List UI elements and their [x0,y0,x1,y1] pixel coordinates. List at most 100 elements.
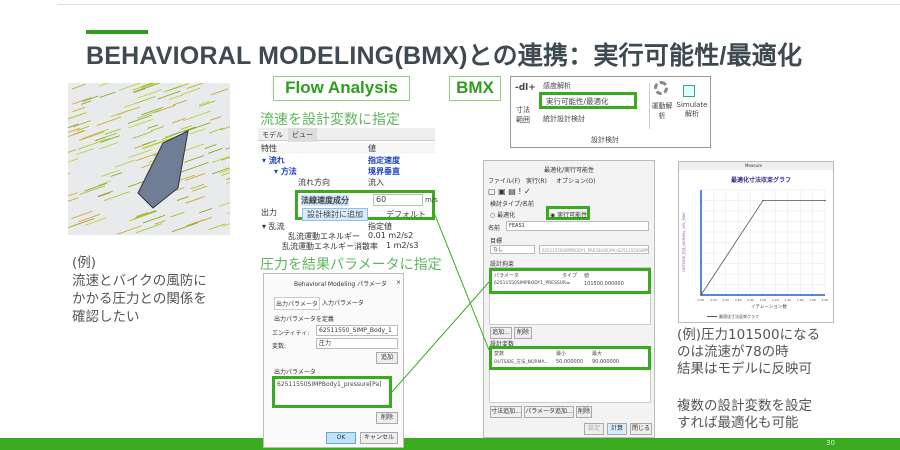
delete-constraint-button[interactable]: 削除 [514,327,532,339]
flow-arrow [161,135,174,140]
prop-key[interactable]: ▾ 流れ [262,156,285,165]
flow-arrow [170,211,185,218]
goal-select[interactable]: なし [490,245,535,254]
right-note-2: 複数の設計変数を設定 すれば最適化も可能 [677,398,812,432]
bike-windshield-shape [137,130,189,209]
flow-arrow [68,127,80,133]
sensitivity-button[interactable]: 感度解析 [543,82,571,90]
flow-arrow [181,125,192,130]
gear-icon [654,81,668,95]
flow-arrow [136,96,156,104]
remove-button[interactable]: 削除 [576,406,592,418]
x-tick-label: 0.60 [735,298,742,302]
col-header: 最大 [592,351,603,357]
add-button[interactable]: 追加 [376,352,398,364]
prop-key[interactable]: ▾ 方法 [274,167,297,176]
output-param-value[interactable]: 62511550SIMPBody1_pressure[Pa] [277,381,382,388]
statistical-button[interactable]: 統計設計検討 [543,115,585,123]
flow-arrow [171,222,198,233]
feasibility-radio[interactable]: ◉ 実行可能性 [550,212,588,219]
name-input[interactable]: FEAS1 [506,221,649,231]
variable-name[interactable]: OUTSIDE_方法_NORMA... [494,360,549,365]
flow-analysis-tag: Flow Analysis [273,76,410,101]
tab-view[interactable]: ビュー [288,128,317,142]
settings-button[interactable]: 設定 [584,423,604,435]
flow-arrow [186,83,204,90]
delete-button[interactable]: 削除 [376,412,398,424]
flow-arrow [100,135,120,143]
ribbon-separator [649,83,650,129]
x-axis-label: イテレーション数 [751,303,787,310]
constraint-param[interactable]: 62511550SIMPBODY1_PRESSUR... [494,281,571,286]
toolbar-icons[interactable]: ▢ ▣ ▤ ! ✓ [488,187,531,196]
variable-max[interactable]: 90.000000 [592,359,620,365]
flow-arrow [226,212,230,215]
flow-arrow [134,88,146,93]
cancel-button[interactable]: キャンセル [360,432,398,444]
prop-key[interactable]: ▾ 乱流 [262,222,285,231]
flow-arrow [208,223,226,231]
flow-arrow [72,97,92,105]
motion-analysis-button[interactable]: 運動解析 [651,102,673,120]
goal-param-select[interactable]: 62511550SIMPBODY1_PRESSURE(PA):62511550S… [539,245,649,254]
flow-arrow [99,91,116,98]
constraint-value[interactable]: 101500.000000 [584,281,624,287]
tab-input-params[interactable]: 入力パラメータ [322,300,364,307]
legend-entry: 最適化寸法収束グラフ [719,313,759,319]
dimension-range-icon: -dl+ [515,83,536,93]
flow-arrow [183,143,205,152]
ok-button[interactable]: OK [326,432,356,444]
normal-velocity-label: 法線速度成分 [301,195,349,206]
flow-arrow [110,109,131,118]
flow-arrow [71,83,86,90]
footer-bar [0,438,900,450]
variable-label: 変数: [272,343,287,350]
compute-button[interactable]: 計算 [607,423,627,435]
tab-model[interactable]: モデル [262,131,283,139]
feasibility-radio-highlight: ◉ 実行可能性 [546,206,590,220]
flow-arrow [103,191,130,202]
flow-arrow [135,209,157,218]
title-accent-bar [86,30,148,34]
dimension-add-button[interactable]: 寸法追加... [490,406,522,418]
flow-arrow [219,169,230,174]
bmx-tag: BMX [449,76,501,101]
close-button[interactable]: 閉じる [630,423,652,435]
prop-value: 1 m2/s3 [386,241,419,250]
tab-output-params[interactable]: 出力パラメータ [274,297,320,310]
unit-label: m/s [425,196,438,204]
flow-arrow [79,185,106,195]
menu-file[interactable]: ファイル(F) [488,178,521,185]
variable-min[interactable]: 50.000000 [556,359,584,365]
variable-select[interactable]: 圧力 [316,338,398,349]
feasibility-button[interactable]: 実行可能性/最適化 [539,92,637,109]
flow-arrow [186,219,205,227]
top-divider [58,4,900,5]
menu-options[interactable]: オプション(O) [556,178,596,185]
parameter-add-button[interactable]: パラメータ追加... [524,406,574,418]
dimension-range-button[interactable]: 寸法範囲 [516,106,530,124]
entity-select[interactable]: 62511550_SIMP_Body_1 [316,325,398,336]
menu-run[interactable]: 実行(R) [526,178,547,185]
optimization-radio[interactable]: ○ 最適化 [490,212,516,219]
flow-arrow [199,100,216,107]
flow-arrow [226,177,230,181]
flow-arrow [101,169,120,177]
flow-arrow [110,172,122,177]
note-line: かかる圧力との関係を [72,291,207,307]
data-point [700,294,702,296]
add-constraint-button[interactable]: 追加... [490,327,512,339]
add-to-design-study-menu-item[interactable]: 設計検討に追加 [302,208,368,221]
close-icon[interactable]: × [396,279,402,286]
optimization-dialog: 最適化/実行可能性 ファイル(F) 実行(R) オプション(O) ▢ ▣ ▤ !… [483,160,655,438]
note-line: 確認したい [72,309,140,325]
flow-arrow [128,149,152,158]
convergence-chart: 最適化寸法収束グラフ OUTSIDE_方法_NORMAL_VEL_MAG イテレ… [681,176,828,319]
flow-arrow [179,174,195,181]
page-number: 30 [826,439,835,447]
simulate-button[interactable]: Simulate解析 [676,101,708,118]
normal-velocity-input[interactable]: 60 [373,194,423,206]
flow-arrow [221,172,230,176]
flow-arrow [210,116,221,121]
flow-arrow [199,100,210,106]
